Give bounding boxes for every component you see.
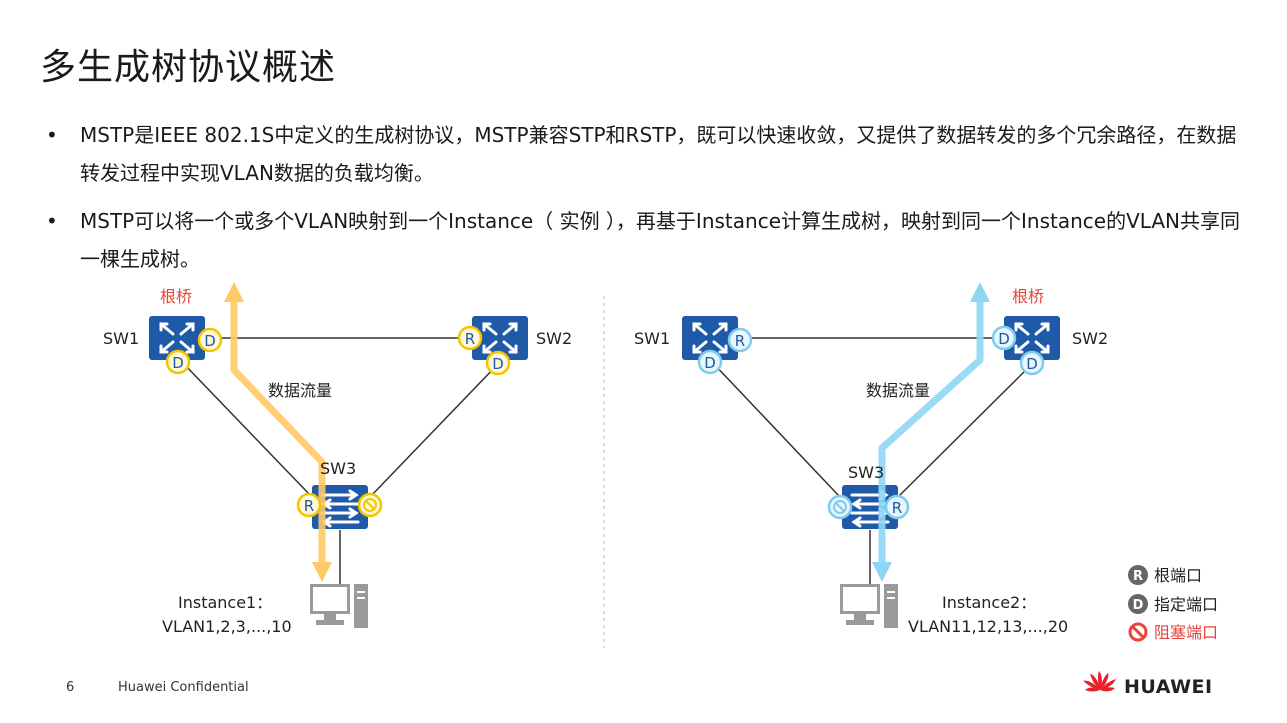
link-sw1-sw3 [181, 361, 313, 498]
sw1-label: SW1 [634, 329, 670, 348]
port-badge: D [1019, 350, 1045, 376]
flow-arrowhead-down [872, 562, 892, 582]
sw2-label: SW2 [1072, 329, 1108, 348]
huawei-logo-icon [1083, 671, 1116, 692]
svg-text:R: R [735, 332, 745, 350]
port-badge: R [296, 492, 322, 518]
svg-text:R: R [304, 497, 314, 515]
flow-label: 数据流量 [268, 381, 332, 400]
port-badge: D [165, 349, 191, 375]
svg-text:D: D [204, 332, 216, 350]
flow-arrow-right [878, 300, 984, 565]
left-topology: D D R D R 根桥 SW1 SW2 SW3 数据流量 Instance1：… [103, 282, 572, 636]
bullet-dot: • [46, 123, 58, 147]
link-sw2-sw3 [897, 363, 1033, 498]
svg-text:R: R [465, 330, 475, 348]
bullet-dot: • [46, 209, 58, 233]
legend: R 根端口 D 指定端口 阻塞端口 [1128, 565, 1218, 642]
legend-item-designated-port: D 指定端口 [1128, 594, 1218, 614]
sw3-label: SW3 [848, 463, 884, 482]
bullet-item: • MSTP可以将一个或多个VLAN映射到一个Instance（ 实例 ），再基… [40, 202, 1250, 278]
blocked-icon [1128, 622, 1148, 642]
svg-text:D: D [704, 354, 716, 372]
page-title: 多生成树协议概述 [40, 47, 337, 88]
svg-text:指定端口: 指定端口 [1154, 595, 1218, 614]
confidential-label: Huawei Confidential [118, 680, 249, 695]
bullet-list: • MSTP是IEEE 802.1S中定义的生成树协议，MSTP兼容STP和RS… [40, 116, 1250, 288]
right-topology: R D D D R 根桥 SW1 SW2 SW3 数据流量 Instance2：… [634, 282, 1108, 636]
port-badge: D [697, 349, 723, 375]
legend-item-blocked-port: 阻塞端口 [1128, 622, 1218, 642]
instance-title: Instance1： [178, 593, 272, 612]
svg-text:D: D [172, 354, 184, 372]
port-badge: R [727, 327, 753, 353]
root-bridge-label: 根桥 [160, 287, 192, 306]
svg-text:D: D [1026, 355, 1038, 373]
flow-arrowhead-down [312, 562, 332, 582]
flow-label: 数据流量 [866, 381, 930, 400]
link-sw1-sw3 [711, 361, 841, 498]
svg-text:R: R [1133, 569, 1143, 584]
root-bridge-label: 根桥 [1012, 287, 1044, 306]
sw2-label: SW2 [536, 329, 572, 348]
pc-icon [309, 583, 369, 629]
port-badge: D [991, 325, 1017, 351]
bullet-text: MSTP可以将一个或多个VLAN映射到一个Instance（ 实例 ），再基于I… [80, 209, 1240, 271]
svg-text:根端口: 根端口 [1154, 566, 1202, 585]
port-badge: D [197, 327, 223, 353]
link-sw2-sw3 [369, 363, 499, 498]
svg-text:D: D [998, 330, 1010, 348]
svg-text:R: R [892, 499, 902, 517]
instance-vlans: VLAN1,2,3,...,10 [162, 617, 292, 636]
flow-arrowhead-up [224, 282, 244, 302]
svg-text:D: D [492, 355, 504, 373]
page-number: 6 [66, 680, 75, 695]
instance-vlans: VLAN11,12,13,...,20 [908, 617, 1068, 636]
sw1-label: SW1 [103, 329, 139, 348]
bullet-item: • MSTP是IEEE 802.1S中定义的生成树协议，MSTP兼容STP和RS… [40, 116, 1250, 192]
bullet-text: MSTP是IEEE 802.1S中定义的生成树协议，MSTP兼容STP和RSTP… [80, 123, 1237, 185]
legend-item-root-port: R 根端口 [1128, 565, 1202, 585]
flow-arrowhead-up [970, 282, 990, 302]
brand-name: HUAWEI [1124, 676, 1213, 698]
sw3-label: SW3 [320, 459, 356, 478]
svg-text:D: D [1133, 598, 1144, 613]
port-badge: R [884, 494, 910, 520]
svg-text:阻塞端口: 阻塞端口 [1154, 623, 1218, 642]
blocked-icon [827, 494, 853, 520]
blocked-icon [357, 492, 383, 518]
port-badge: R [457, 325, 483, 351]
port-badge: D [485, 350, 511, 376]
instance-title: Instance2： [942, 593, 1036, 612]
pc-icon [839, 583, 899, 629]
flow-arrow-left [230, 300, 326, 565]
